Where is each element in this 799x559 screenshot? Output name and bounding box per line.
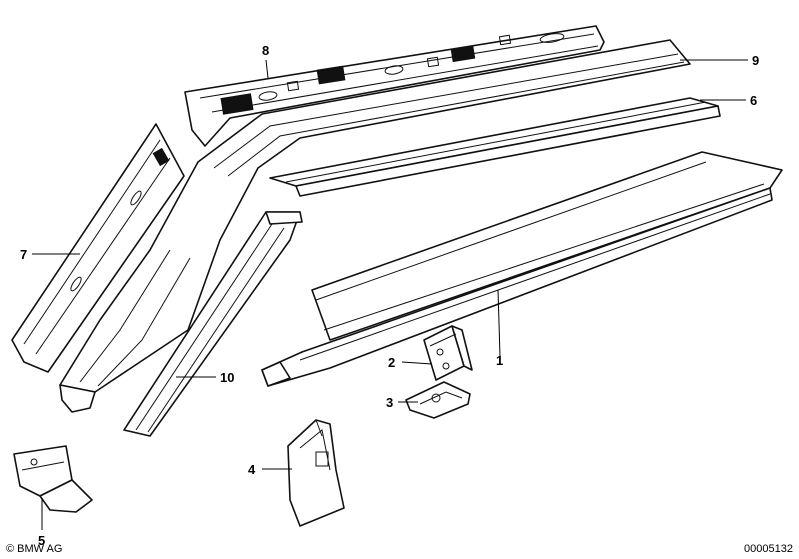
part-10-pillar-cover — [123, 211, 303, 437]
callout-6: 6 — [750, 93, 757, 108]
leader-lines — [32, 59, 748, 530]
callout-9: 9 — [752, 53, 759, 68]
part-8-roof-rail — [184, 25, 605, 147]
callout-4: 4 — [248, 462, 256, 477]
callout-10: 10 — [220, 370, 234, 385]
copyright-label: © BMW AG — [6, 543, 62, 555]
callout-8: 8 — [262, 43, 269, 58]
callout-5: 5 — [38, 533, 45, 548]
part-5-bottom-bracket — [13, 445, 93, 513]
part-2-bracket — [423, 325, 473, 381]
part-4-end-cap — [287, 419, 345, 527]
leader-8 — [265, 59, 269, 79]
callout-labels: 1 2 3 4 5 6 7 8 9 10 — [20, 43, 759, 548]
callout-2: 2 — [388, 355, 395, 370]
callout-7: 7 — [20, 247, 27, 262]
leader-1 — [497, 289, 501, 357]
part-9-roof-frame — [59, 39, 691, 413]
part-3-clip — [405, 381, 471, 419]
callout-1: 1 — [496, 353, 503, 368]
part-6-trim-strip — [269, 97, 721, 197]
callout-3: 3 — [386, 395, 393, 410]
diagram-number: 00005132 — [744, 543, 793, 555]
leader-2 — [401, 361, 433, 365]
part-7-pillar-trim — [11, 123, 185, 373]
part-1-sill — [261, 151, 783, 387]
